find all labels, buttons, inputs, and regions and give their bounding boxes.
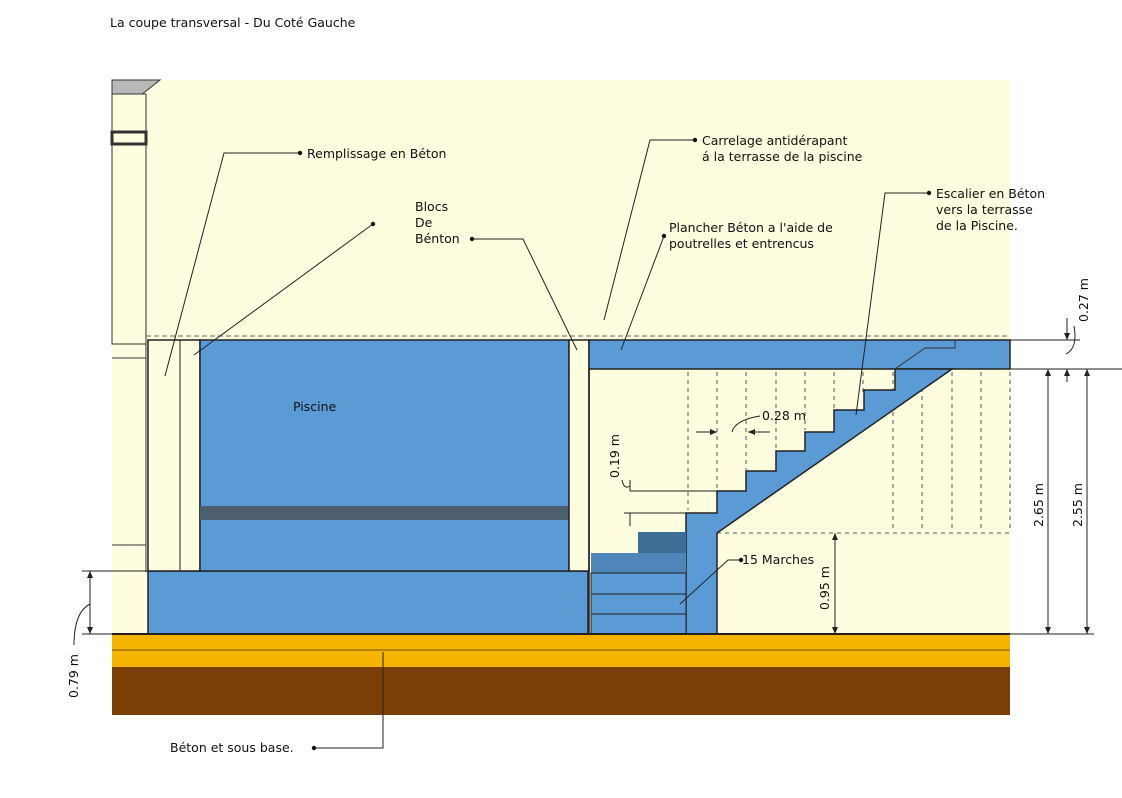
upper-stair-steps [894, 340, 956, 370]
label-escalier-3: de la Piscine. [936, 218, 1018, 233]
label-carrelage-1: Carrelage antidérapant [702, 133, 847, 148]
pool-block-wall [568, 339, 590, 572]
arrow-095-top [832, 533, 838, 540]
tread-arrow-1 [710, 429, 717, 435]
arrow-265-bot [1045, 627, 1051, 634]
dim-tread-label: 0.28 m [762, 408, 806, 423]
leader-lines [164, 139, 929, 749]
arrow-255-bot [1084, 627, 1090, 634]
terrace-slab [588, 339, 1011, 370]
arrow-265-top [1045, 369, 1051, 376]
tread-arrow-2 [748, 429, 755, 435]
label-escalier-1: Escalier en Béton [936, 186, 1045, 201]
foundation-slab [147, 570, 589, 636]
slab-arrow-1 [1064, 333, 1070, 340]
lower-step-dark [638, 532, 686, 553]
joist-lines [687, 372, 1011, 534]
lower-steps [590, 572, 687, 636]
label-blocs-3: Bénton [415, 231, 460, 246]
dim-height-total-label: 2.55 m [1070, 483, 1085, 527]
label-plancher-1: Plancher Béton a l'aide de [669, 220, 833, 235]
arrow-095-bot [832, 627, 838, 634]
dim-pool-floor-label: 0.79 m [66, 654, 81, 698]
dim-riser-label: 0.19 m [607, 434, 622, 478]
pool-label: Piscine [293, 399, 337, 414]
dim-landing-label: 0.95 m [817, 566, 832, 610]
dim-riser [621, 479, 717, 526]
label-plancher-2: poutrelles et entrencus [669, 236, 814, 251]
arrow-079-bot [87, 627, 93, 634]
slab-arrow-2 [1064, 369, 1070, 376]
house-band [110, 130, 148, 146]
left-fill-wall [147, 339, 201, 572]
label-base: Béton et sous base. [170, 740, 294, 755]
soil-layer [112, 667, 1010, 715]
label-remplissage: Remplissage en Béton [307, 146, 446, 161]
drawing-title: La coupe transversal - Du Coté Gauche [110, 15, 356, 30]
pool-dark-band [200, 506, 569, 520]
dim-height-lower-label: 2.65 m [1031, 483, 1046, 527]
arrow-079-top [87, 571, 93, 578]
leader-dots [297, 137, 932, 751]
dim-0-79 [73, 570, 148, 646]
pool-water [199, 339, 570, 572]
arrow-255-top [1084, 369, 1090, 376]
label-blocs-2: De [415, 215, 433, 230]
label-blocs-1: Blocs [415, 199, 448, 214]
label-marches: 15 Marches [742, 552, 814, 567]
dim-slab-label: 0.27 m [1076, 278, 1091, 322]
lower-step-1 [591, 553, 686, 573]
label-escalier-2: vers la terrasse [936, 202, 1033, 217]
concrete-staircase [685, 368, 955, 636]
label-carrelage-2: á la terrasse de la piscine [702, 149, 863, 164]
dim-2-65 [1010, 369, 1094, 635]
